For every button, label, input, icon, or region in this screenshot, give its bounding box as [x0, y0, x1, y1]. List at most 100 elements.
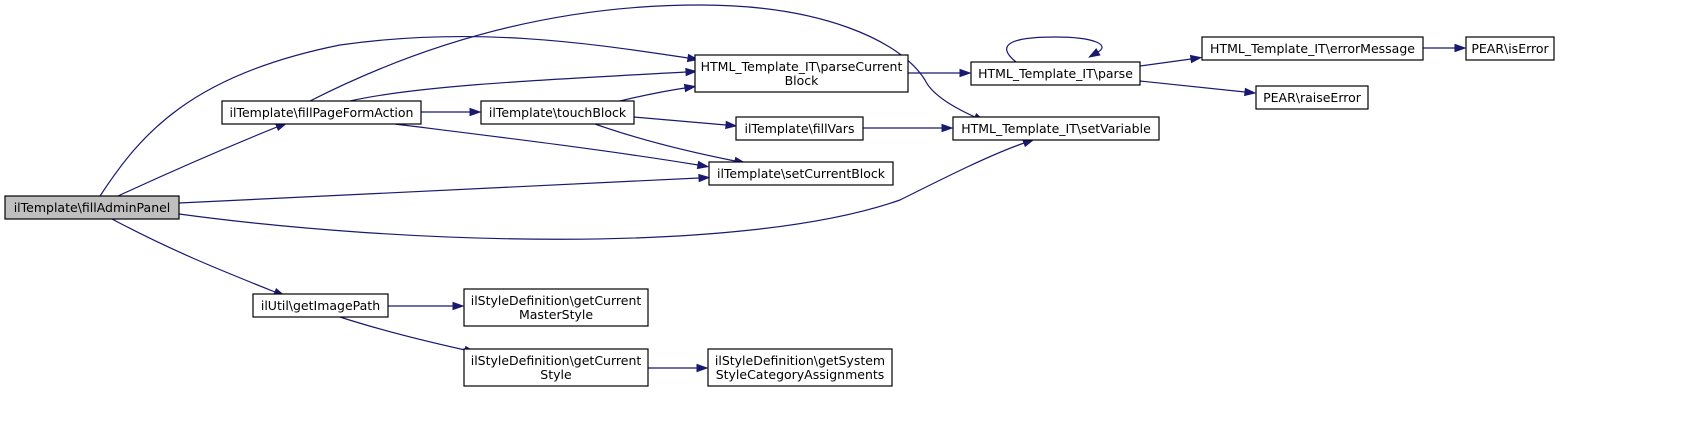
- arrowhead-icon: [452, 301, 465, 311]
- arrowhead-icon: [698, 173, 711, 183]
- node-box: [221, 100, 422, 125]
- node-label: PEAR\raiseError: [1263, 90, 1362, 105]
- edge-line: [117, 126, 278, 197]
- edge-fillPageFormAction-to-parseCurrentBlock: [349, 67, 698, 102]
- node-label: HTML_Template_IT\errorMessage: [1210, 41, 1415, 56]
- node-label: HTML_Template_IT\setVariable: [961, 121, 1151, 136]
- node-raiseError[interactable]: PEAR\raiseError: [1255, 85, 1369, 110]
- node-setCurrentBlock[interactable]: ilTemplate\setCurrentBlock: [708, 161, 894, 186]
- node-label: ilTemplate\touchBlock: [489, 105, 627, 120]
- node-getSystemStyleCategoryAssignments[interactable]: ilStyleDefinition\getSystemStyleCategory…: [707, 348, 893, 387]
- edge-line: [178, 177, 700, 204]
- node-label: Block: [785, 73, 820, 88]
- edge-line: [349, 71, 687, 102]
- edge-line: [594, 123, 736, 162]
- node-label: HTML_Template_IT\parse: [978, 66, 1133, 81]
- arrowhead-icon: [1022, 139, 1035, 148]
- node-label: ilStyleDefinition\getCurrent: [471, 353, 642, 368]
- arrowhead-icon: [683, 83, 697, 93]
- edge-line: [1006, 36, 1103, 63]
- node-label: ilTemplate\fillAdminPanel: [14, 200, 171, 215]
- node-box: [463, 348, 649, 387]
- edge-touchBlock-to-fillVars: [633, 116, 738, 130]
- node-box: [463, 288, 649, 327]
- edge-touchBlock-to-setCurrentBlock: [594, 123, 747, 165]
- node-label: HTML_Template_IT\parseCurrent: [701, 59, 903, 74]
- node-fillVars[interactable]: ilTemplate\fillVars: [735, 116, 864, 141]
- edge-getImagePath-to-getCurrentStyle: [339, 316, 477, 354]
- edge-parse-to-raiseError: [1139, 80, 1257, 97]
- node-box: [1201, 36, 1424, 61]
- node-label: MasterStyle: [519, 307, 593, 322]
- node-box: [707, 348, 893, 387]
- call-edges: [99, 4, 1467, 373]
- arrowhead-icon: [696, 160, 710, 170]
- node-getImagePath[interactable]: ilUtil\getImagePath: [252, 293, 389, 318]
- edge-getCurrentStyle-to-getSystemStyleCategoryAssignments: [648, 363, 709, 373]
- arrowhead-icon: [725, 120, 738, 130]
- arrowhead-icon: [685, 67, 698, 77]
- arrowhead-icon: [696, 363, 709, 373]
- arrowhead-icon: [1088, 48, 1101, 58]
- edge-line: [178, 142, 1025, 240]
- edge-line: [111, 218, 276, 293]
- edge-parse-to-parse: [1006, 36, 1103, 63]
- node-label: ilStyleDefinition\getSystem: [715, 353, 885, 368]
- edge-fillVars-to-setVariable: [863, 123, 954, 133]
- node-box: [1255, 85, 1369, 110]
- arrowhead-icon: [1189, 54, 1203, 64]
- node-parse[interactable]: HTML_Template_IT\parse: [970, 61, 1141, 86]
- arrowhead-icon: [941, 123, 954, 133]
- node-touchBlock[interactable]: ilTemplate\touchBlock: [480, 100, 635, 125]
- node-label: PEAR\isError: [1471, 41, 1549, 56]
- arrowhead-icon: [1454, 43, 1467, 53]
- arrowhead-icon: [1244, 87, 1257, 97]
- node-label: ilUtil\getImagePath: [261, 298, 380, 313]
- node-isError[interactable]: PEAR\isError: [1465, 36, 1555, 61]
- arrowhead-icon: [469, 107, 482, 117]
- node-box: [1465, 36, 1555, 61]
- node-box: [480, 100, 635, 125]
- node-errorMessage[interactable]: HTML_Template_IT\errorMessage: [1201, 36, 1424, 61]
- node-box: [952, 116, 1160, 141]
- edge-line: [99, 35, 689, 197]
- edge-line: [619, 87, 686, 102]
- edge-fillPageFormAction-to-setCurrentBlock: [394, 123, 710, 170]
- node-fillPageFormAction[interactable]: ilTemplate\fillPageFormAction: [221, 100, 422, 125]
- node-box: [4, 195, 180, 220]
- node-label: ilTemplate\fillVars: [745, 121, 855, 136]
- node-box: [735, 116, 864, 141]
- edge-errorMessage-to-isError: [1423, 43, 1467, 53]
- edge-line: [339, 316, 466, 351]
- node-label: StyleCategoryAssignments: [716, 367, 885, 382]
- edge-parseCurrentBlock-to-parse: [908, 68, 972, 78]
- edge-line: [1139, 80, 1246, 93]
- call-nodes: ilTemplate\fillAdminPanel ilTemplate\fill…: [4, 36, 1555, 387]
- node-label: ilTemplate\fillPageFormAction: [230, 105, 414, 120]
- edge-line: [394, 123, 699, 166]
- node-label: ilTemplate\setCurrentBlock: [717, 166, 886, 181]
- edge-fillAdminPanel-to-setCurrentBlock: [178, 173, 711, 204]
- edge-line: [633, 116, 727, 126]
- node-label: Style: [540, 367, 572, 382]
- arrowhead-icon: [959, 68, 972, 78]
- node-box: [708, 161, 894, 186]
- node-box: [970, 61, 1141, 86]
- edge-line: [1139, 58, 1192, 67]
- node-fillAdminPanel[interactable]: ilTemplate\fillAdminPanel: [4, 195, 180, 220]
- edge-fillPageFormAction-to-touchBlock: [421, 107, 482, 117]
- edge-parse-to-errorMessage: [1139, 54, 1203, 67]
- node-box: [694, 54, 909, 93]
- edge-line: [309, 4, 976, 118]
- edge-touchBlock-to-parseCurrentBlock: [619, 83, 697, 102]
- edge-getImagePath-to-getCurrentMasterStyle: [388, 301, 465, 311]
- node-label: ilStyleDefinition\getCurrent: [471, 293, 642, 308]
- node-setVariable[interactable]: HTML_Template_IT\setVariable: [952, 116, 1160, 141]
- node-box: [252, 293, 389, 318]
- edge-fillAdminPanel-to-getImagePath: [111, 218, 286, 297]
- edge-fillAdminPanel-to-fillPageFormAction: [117, 122, 288, 197]
